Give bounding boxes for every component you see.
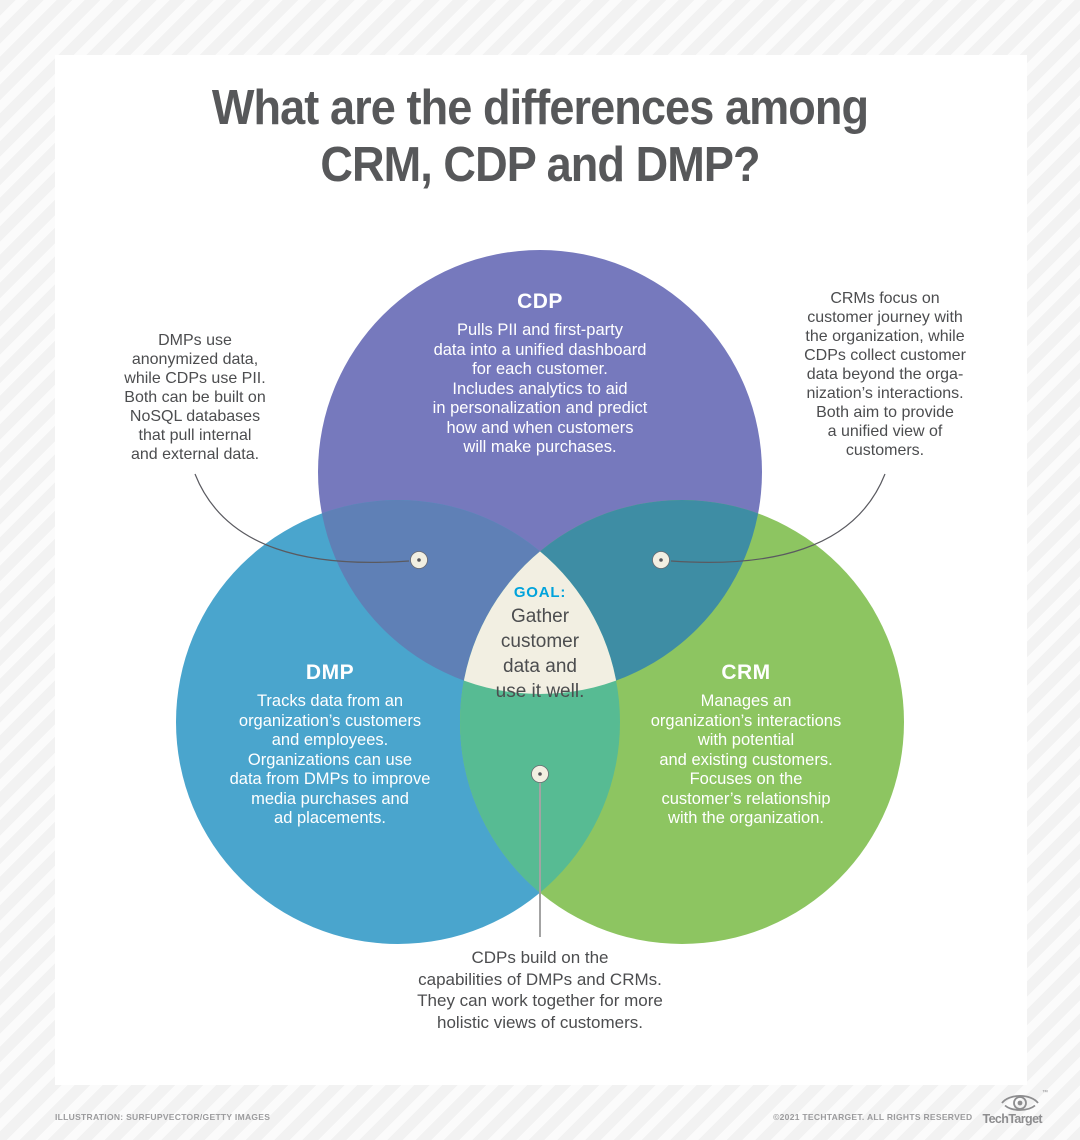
annotation-bottom: CDPs build on the capabilities of DMPs a…: [417, 948, 663, 1032]
goal-label: GOAL:: [513, 584, 567, 601]
dmp-description: Tracks data from an organization’s custo…: [229, 692, 431, 827]
cdp-section: CDP Pulls PII and first-party data into …: [390, 290, 690, 458]
crm-description: Manages an organization’s interactions w…: [650, 692, 842, 827]
goal-text: Gather customer data and use it well.: [495, 606, 585, 702]
cdp-description: Pulls PII and first-party data into a un…: [432, 321, 648, 456]
dmp-heading: DMP: [305, 661, 355, 684]
crm-heading: CRM: [721, 661, 771, 684]
crm-section: CRM Manages an organization’s interactio…: [596, 661, 896, 829]
annotation-left: DMPs use anonymized data, while CDPs use…: [124, 332, 266, 463]
dmp-section: DMP Tracks data from an organization’s c…: [180, 661, 480, 829]
techtarget-eye-icon: [1001, 1094, 1039, 1111]
trademark-symbol: ™: [1042, 1090, 1048, 1096]
goal-section: GOAL: Gather customer data and use it we…: [440, 584, 640, 704]
techtarget-wordmark: TechTarget: [982, 1112, 1042, 1126]
cdp-heading: CDP: [517, 290, 563, 313]
footer-right: ©2021 TECHTARGET. ALL RIGHTS RESERVED Te…: [773, 1090, 1048, 1126]
content-panel: [55, 55, 1027, 1085]
credit-text: ILLUSTRATION: SURFUPVECTOR/GETTY IMAGES: [55, 1112, 271, 1122]
page-title: What are the differences among CRM, CDP …: [211, 81, 869, 192]
techtarget-logo: TechTarget ™: [982, 1090, 1048, 1126]
copyright-text: ©2021 TECHTARGET. ALL RIGHTS RESERVED: [773, 1112, 973, 1122]
annotation-right: CRMs focus on customer journey with the …: [804, 290, 966, 459]
